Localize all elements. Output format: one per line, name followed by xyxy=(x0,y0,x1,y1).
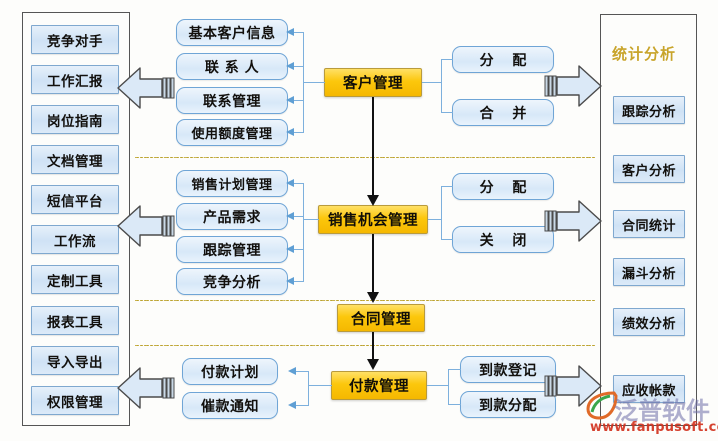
section-separator-1 xyxy=(135,156,595,158)
sidebar-item-7[interactable]: 报表工具 xyxy=(31,306,119,335)
block-arrow-left-1 xyxy=(116,62,176,114)
s2-leaf-3[interactable]: 竞争分析 xyxy=(176,268,288,295)
flow-arrow-2 xyxy=(367,292,379,303)
s4-left-branch-0 xyxy=(294,371,309,373)
section-separator-2 xyxy=(135,299,595,301)
s2-left-branch-1 xyxy=(292,216,304,218)
s4-arrowhead-1 xyxy=(288,401,296,409)
s2-left-bus xyxy=(303,183,305,282)
stat-item-5[interactable]: 应收帐款 xyxy=(613,375,685,403)
s4-core[interactable]: 付款管理 xyxy=(331,371,427,400)
flow-arrow-1 xyxy=(367,195,379,206)
s4-right-bus xyxy=(448,369,450,404)
s2-right-1[interactable]: 关 闭 xyxy=(452,226,554,253)
s4-right-branch-1 xyxy=(448,404,461,406)
s1-arrowhead-0 xyxy=(286,28,294,36)
s1-left-branch-0 xyxy=(292,32,304,34)
sidebar-item-8[interactable]: 导入导出 xyxy=(31,346,119,375)
s2-core[interactable]: 销售机会管理 xyxy=(318,205,428,234)
s2-left-branch-2 xyxy=(292,249,304,251)
sidebar-item-2[interactable]: 岗位指南 xyxy=(31,105,119,134)
s1-right-branch-0 xyxy=(441,59,453,61)
s2-arrowhead-0 xyxy=(286,179,294,187)
s1-right-branch-1 xyxy=(441,112,453,114)
s2-arrowhead-2 xyxy=(286,245,294,253)
block-arrow-left-3 xyxy=(116,362,176,414)
s2-right-0[interactable]: 分 配 xyxy=(452,173,554,200)
section-separator-3 xyxy=(135,344,595,346)
s1-leaf-3[interactable]: 使用额度管理 xyxy=(176,119,288,146)
s4-right-branch-0 xyxy=(448,369,461,371)
stat-item-4[interactable]: 绩效分析 xyxy=(613,308,685,336)
s1-right-1[interactable]: 合 并 xyxy=(452,99,554,126)
s4-left-bus xyxy=(308,371,310,406)
sidebar-item-4[interactable]: 短信平台 xyxy=(31,185,119,214)
s1-leaf-2[interactable]: 联系管理 xyxy=(176,87,288,114)
s2-right-branch-1 xyxy=(441,239,453,241)
block-arrow-right-2 xyxy=(543,195,603,247)
right-panel-title: 统计分析 xyxy=(612,45,677,63)
sidebar-item-1[interactable]: 工作汇报 xyxy=(31,65,119,94)
sidebar-item-0[interactable]: 竞争对手 xyxy=(31,25,119,54)
s3-core[interactable]: 合同管理 xyxy=(337,304,425,332)
s1-core[interactable]: 客户管理 xyxy=(324,68,422,97)
s2-leaf-2[interactable]: 跟踪管理 xyxy=(176,236,288,263)
s2-left-branch-3 xyxy=(292,281,304,283)
s4-leaf-0[interactable]: 付款计划 xyxy=(182,358,278,385)
sidebar-item-5[interactable]: 工作流 xyxy=(31,225,119,254)
s4-arrowhead-0 xyxy=(288,367,296,375)
s1-left-branch-3 xyxy=(292,132,304,134)
flow-line-2 xyxy=(372,234,375,294)
s1-right-0[interactable]: 分 配 xyxy=(452,46,554,73)
s1-leaf-0[interactable]: 基本客户信息 xyxy=(176,19,288,46)
s4-right-0[interactable]: 到款登记 xyxy=(460,356,556,383)
s1-left-stub-core xyxy=(303,82,325,84)
s2-arrowhead-1 xyxy=(286,212,294,220)
s1-arrowhead-3 xyxy=(286,128,294,136)
s2-leaf-0[interactable]: 销售计划管理 xyxy=(176,170,288,197)
s4-right-1[interactable]: 到款分配 xyxy=(460,391,556,418)
stat-item-1[interactable]: 客户分析 xyxy=(613,155,685,183)
block-arrow-right-3 xyxy=(543,360,603,412)
sidebar-item-9[interactable]: 权限管理 xyxy=(31,386,119,415)
s1-arrowhead-1 xyxy=(286,62,294,70)
s1-right-bus xyxy=(441,59,443,113)
s4-left-branch-1 xyxy=(294,405,309,407)
s1-arrowhead-2 xyxy=(286,96,294,104)
s1-left-branch-1 xyxy=(292,66,304,68)
s2-left-branch-0 xyxy=(292,183,304,185)
stat-item-2[interactable]: 合同统计 xyxy=(613,210,685,238)
s2-leaf-1[interactable]: 产品需求 xyxy=(176,203,288,230)
s2-right-branch-0 xyxy=(441,186,453,188)
sidebar-item-3[interactable]: 文档管理 xyxy=(31,145,119,174)
s2-left-stub-core xyxy=(303,219,319,221)
flow-line-1 xyxy=(372,97,375,197)
flow-line-3 xyxy=(372,332,375,362)
block-arrow-right-1 xyxy=(543,60,603,112)
s1-right-stub-core xyxy=(422,82,442,84)
sidebar-item-6[interactable]: 定制工具 xyxy=(31,265,119,294)
s4-left-stub-core xyxy=(308,385,332,387)
s2-arrowhead-3 xyxy=(286,277,294,285)
s2-right-bus xyxy=(441,186,443,240)
s4-right-stub-core xyxy=(427,385,449,387)
stat-item-0[interactable]: 跟踪分析 xyxy=(613,96,685,124)
s4-leaf-1[interactable]: 催款通知 xyxy=(182,392,278,419)
stat-item-3[interactable]: 漏斗分析 xyxy=(613,258,685,286)
s2-right-stub-core xyxy=(428,219,442,221)
s1-left-branch-2 xyxy=(292,100,304,102)
flow-arrow-3 xyxy=(367,359,379,370)
block-arrow-left-2 xyxy=(116,200,176,252)
s1-leaf-1[interactable]: 联 系 人 xyxy=(176,53,288,80)
